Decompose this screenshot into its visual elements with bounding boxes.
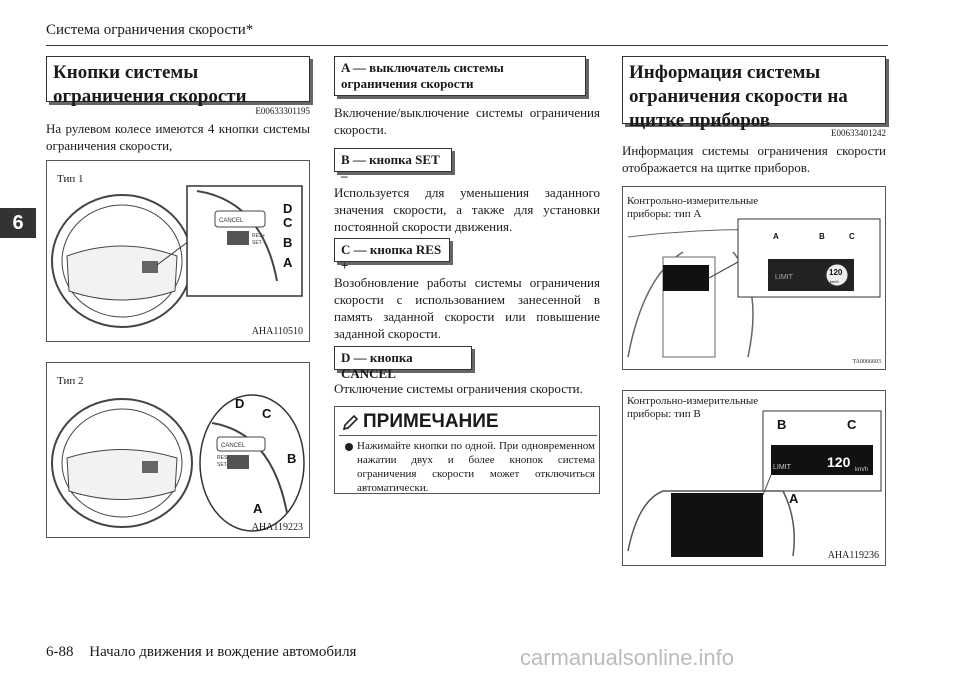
item-heading-b: B — кнопка SET – <box>334 148 452 183</box>
letter-c: C <box>262 406 272 421</box>
limit-text: LIMIT <box>773 464 792 471</box>
chapter-tab: 6 <box>0 208 36 238</box>
figure-label: Тип 2 <box>57 375 84 387</box>
speed-unit: km/h <box>855 467 868 473</box>
footer-chapter-title: Начало движения и вождение автомобиля <box>89 644 357 660</box>
figure-code: TA0066603 <box>852 359 881 365</box>
section-heading-info: Информация системы ограничения скорости … <box>622 56 886 131</box>
cluster-illustration-a: A B C LIMIT 120 km/h <box>627 218 881 358</box>
figure-label: Тип 1 <box>57 173 84 185</box>
header-divider <box>46 45 888 46</box>
steering-wheel-illustration-1: CANCEL RES+ SET- D C B A <box>51 185 303 328</box>
letter-b: B <box>287 451 296 466</box>
letter-c: C <box>283 215 293 230</box>
letter-c: C <box>847 417 857 432</box>
letter-a: A <box>773 232 779 241</box>
figure-wheel-type1: Тип 1 CANCEL RES+ SET- D C B A AHA110510 <box>46 160 310 342</box>
letter-b: B <box>777 417 786 432</box>
letter-a: A <box>283 255 293 270</box>
letter-d: D <box>283 201 292 216</box>
speed-value: 120 <box>829 268 843 277</box>
item-heading-c: C — кнопка RES + <box>334 238 450 273</box>
letter-c: C <box>849 232 855 241</box>
item-text-b: Используется для уменьшения заданного зн… <box>334 185 600 234</box>
page-footer: 6-88 Начало движения и вождение автомоби… <box>46 644 356 661</box>
item-heading-d: D — кнопка CANCEL <box>334 346 472 381</box>
page-header-title: Система ограничения скорости* <box>46 22 254 38</box>
cancel-button-text: CANCEL <box>219 218 244 224</box>
figure-code: AHA119236 <box>827 550 879 561</box>
watermark: carmanualsonline.info <box>520 645 735 670</box>
item-text-c: Возобновление работы системы ограничения… <box>334 275 600 341</box>
note-box: ПРИМЕЧАНИЕ Нажимайте кнопки по одной. Пр… <box>334 406 600 494</box>
cluster-illustration-b: B C LIMIT 120 km/h A <box>627 410 882 557</box>
letter-a: A <box>253 501 263 516</box>
item-heading-a: A — выключатель системы ограничения скор… <box>334 56 586 96</box>
section-code: E00633301195 <box>255 106 310 116</box>
set-button-text: SET- <box>252 240 263 246</box>
figure-wheel-type2: Тип 2 CANCEL RES+ SET- D C B A AHA119223 <box>46 362 310 538</box>
figure-label: Контрольно-измерительные приборы: тип B <box>627 395 759 420</box>
set-button-text: SET- <box>217 462 228 468</box>
item-text-d: Отключение системы ограничения скорости. <box>334 381 583 396</box>
section-code: E00633401242 <box>831 128 886 138</box>
intro-paragraph: На рулевом колесе имеются 4 кнопки систе… <box>46 121 310 153</box>
note-title: ПРИМЕЧАНИЕ <box>363 411 499 432</box>
letter-b: B <box>283 235 292 250</box>
info-paragraph: Информация системы ограничения скорости … <box>622 143 886 175</box>
steering-wheel-illustration-2: CANCEL RES+ SET- D C B A <box>51 394 305 532</box>
page-number: 6-88 <box>46 644 74 660</box>
pencil-icon <box>342 414 359 431</box>
cancel-button-text: CANCEL <box>221 443 246 449</box>
figure-cluster-type-b: Контрольно-измерительные приборы: тип B … <box>622 390 886 566</box>
bullet-dot <box>345 443 353 451</box>
speed-value: 120 <box>827 454 851 470</box>
res-button-text: RES+ <box>217 455 230 461</box>
speed-unit: km/h <box>830 279 839 284</box>
section-heading-buttons: Кнопки системы ограничения скорости <box>46 56 310 107</box>
letter-a: A <box>789 491 799 506</box>
figure-label: Контрольно-измерительные приборы: тип A <box>627 195 759 220</box>
note-text: Нажимайте кнопки по одной. При одновреме… <box>357 440 595 494</box>
res-button-text: RES+ <box>252 233 265 239</box>
figure-code: AHA119223 <box>251 522 303 533</box>
letter-d: D <box>235 396 244 411</box>
letter-b: B <box>819 232 825 241</box>
item-text-a: Включение/выключение системы ограничения… <box>334 105 600 137</box>
limit-text: LIMIT <box>775 274 794 281</box>
figure-code: AHA110510 <box>251 326 303 337</box>
figure-cluster-type-a: Контрольно-измерительные приборы: тип A … <box>622 186 886 370</box>
note-header: ПРИМЕЧАНИЕ <box>339 411 597 436</box>
